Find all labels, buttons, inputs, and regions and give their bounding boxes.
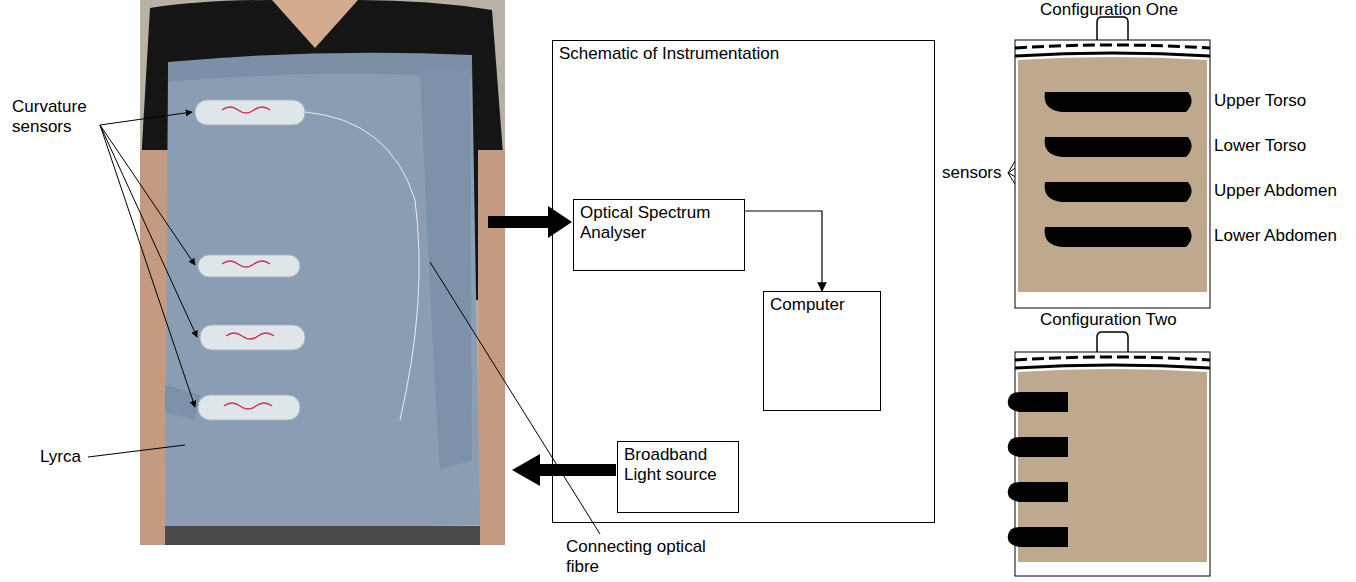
part-label: Upper Abdomen <box>1214 181 1337 201</box>
sensor-band <box>1008 527 1068 547</box>
ink-mark <box>226 333 274 339</box>
leader-line <box>430 262 600 534</box>
cylinder-neck <box>1097 332 1128 352</box>
cylinder-body <box>1015 40 1210 308</box>
sensor-band <box>1045 227 1192 247</box>
ink-mark <box>222 107 270 113</box>
lycra-flap <box>165 385 200 420</box>
process-box: Broadband Light source <box>617 441 739 513</box>
cylinder-rim <box>1015 365 1210 368</box>
process-box: Optical Spectrum Analyser <box>573 199 745 271</box>
part-label: Lower Abdomen <box>1214 226 1337 246</box>
cylinder-neck <box>1097 17 1128 40</box>
curvature-sensor <box>195 100 305 125</box>
trousers <box>165 526 480 545</box>
ink-mark <box>222 261 270 267</box>
part-label: Lyrca <box>40 447 81 467</box>
cylinder-rim <box>1015 45 1210 48</box>
part-label: sensors <box>942 163 1002 183</box>
cylinder-rim <box>1015 53 1210 56</box>
box-label: Computer <box>770 295 874 315</box>
leader-line <box>100 125 197 337</box>
curvature-sensor <box>200 325 305 350</box>
left-arm <box>140 150 168 545</box>
photo-background <box>140 0 505 545</box>
right-arm <box>478 150 505 545</box>
cylinder-rim <box>1015 357 1210 360</box>
part-label: Configuration Two <box>1040 310 1177 330</box>
group-box: Schematic of InstrumentationOptical Spec… <box>552 40 935 523</box>
leader-line <box>88 445 185 457</box>
box-label: Schematic of Instrumentation <box>559 44 928 64</box>
sensor-band <box>1008 482 1068 502</box>
sensor-band <box>1008 392 1068 412</box>
cylinder-configuration-one <box>1015 17 1210 308</box>
part-label: Curvature sensors <box>12 97 112 136</box>
optical-fibre <box>305 112 419 420</box>
box-label: Broadband Light source <box>624 445 732 484</box>
process-box: Computer <box>763 291 881 411</box>
garment-band <box>1018 57 1207 292</box>
ink-mark <box>224 403 272 409</box>
sensor-band <box>1045 137 1192 157</box>
leader-line <box>100 125 195 407</box>
sensor-band <box>1008 437 1068 457</box>
lycra-garment <box>165 60 480 530</box>
garment-photo <box>140 0 505 545</box>
block-arrow <box>512 454 616 486</box>
curvature-sensor <box>198 395 300 420</box>
cylinder-configuration-two <box>1008 332 1210 576</box>
block-arrow <box>488 206 572 238</box>
part-label: Connecting optical fibre <box>566 537 736 576</box>
lycra-strap <box>420 65 472 470</box>
part-label: Configuration One <box>1040 0 1178 20</box>
sensor-band <box>1045 182 1192 202</box>
leader-line <box>100 112 192 125</box>
leader-lines <box>88 102 1050 534</box>
signal-connector <box>745 211 822 291</box>
leader-line <box>100 125 195 265</box>
curvature-sensor <box>198 255 300 277</box>
part-label: Lower Torso <box>1214 136 1306 156</box>
sensor-band <box>1045 92 1192 112</box>
box-label: Optical Spectrum Analyser <box>580 203 738 242</box>
part-label: Upper Torso <box>1214 91 1306 111</box>
